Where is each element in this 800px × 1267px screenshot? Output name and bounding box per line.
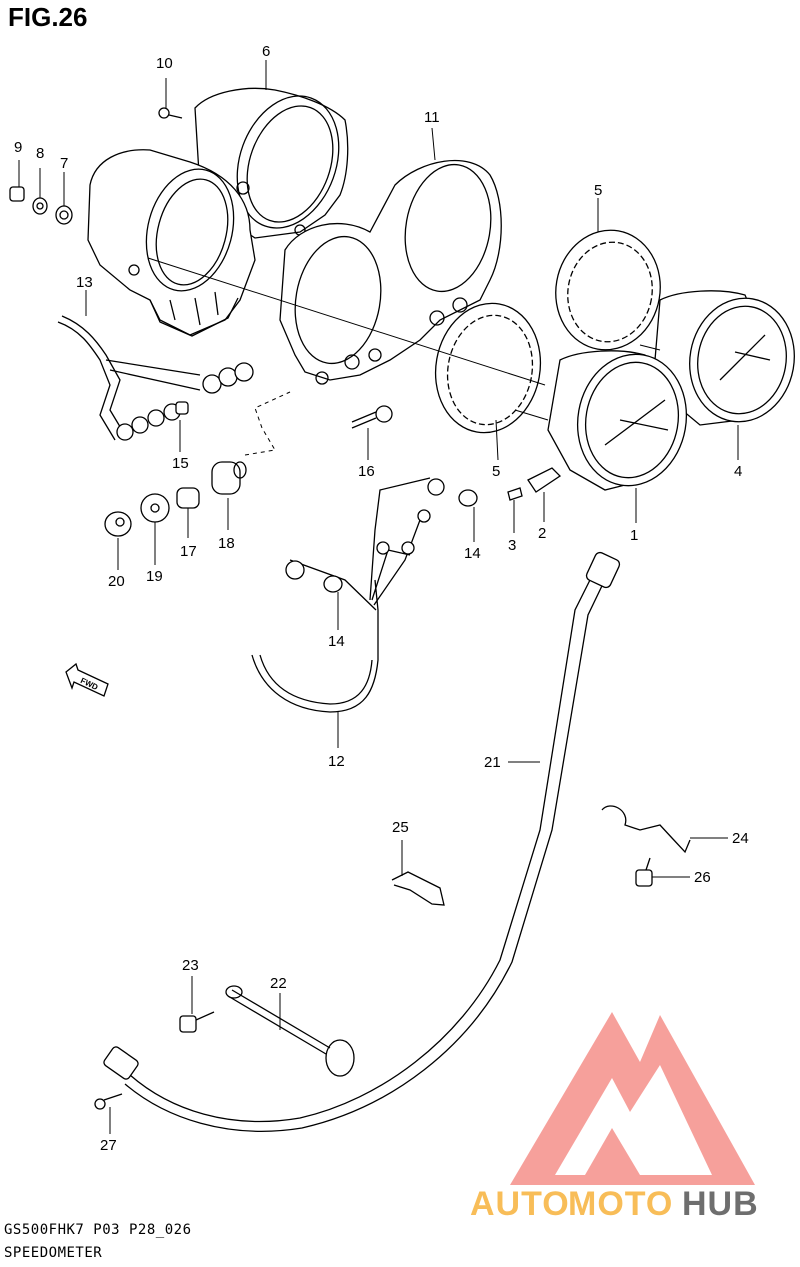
part-19-washer <box>140 493 170 523</box>
callout-25: 25 <box>392 819 409 836</box>
callout-21: 21 <box>484 754 501 771</box>
callout-4: 4 <box>734 463 742 480</box>
watermark-auto: AUTO <box>470 1185 570 1223</box>
footer-model-code: GS500FHK7 P03 P28_026 <box>4 1222 192 1238</box>
callout-19: 19 <box>146 568 163 585</box>
part-27-screw <box>94 1093 123 1110</box>
callout-6: 6 <box>262 43 270 60</box>
part-17-bulb <box>176 487 200 509</box>
callout-14-left: 14 <box>328 633 345 650</box>
part-7-grommet <box>55 205 73 225</box>
part-22-clamp <box>225 985 355 1077</box>
callout-15: 15 <box>172 455 189 472</box>
meter-case-lower <box>87 149 256 337</box>
callout-1: 1 <box>630 527 638 544</box>
part-16-screw <box>351 405 393 429</box>
leader-lines <box>18 60 739 1134</box>
automotohub-logo: AUTO MOTO HUB <box>470 1012 759 1223</box>
footer-section-name: SPEEDOMETER <box>4 1245 103 1261</box>
part-3-screw <box>507 487 523 501</box>
part-12-wiring-harness <box>251 477 478 713</box>
callout-17: 17 <box>180 543 197 560</box>
callout-22: 22 <box>270 975 287 992</box>
callout-13: 13 <box>76 274 93 291</box>
part-1-speedometer <box>514 350 688 491</box>
callout-14-right: 14 <box>464 545 481 562</box>
callout-11: 11 <box>424 109 440 126</box>
part-10-screw <box>158 107 183 119</box>
callout-9: 9 <box>14 139 22 156</box>
callout-10: 10 <box>156 55 173 72</box>
part-23-bolt <box>179 1011 215 1033</box>
callout-26: 26 <box>694 869 711 886</box>
callout-12: 12 <box>328 753 345 770</box>
callout-5-upper: 5 <box>594 182 602 199</box>
callout-7: 7 <box>60 155 68 172</box>
callout-18: 18 <box>218 535 235 552</box>
figure-title: FIG.26 <box>8 2 88 32</box>
part-9-nut <box>9 186 25 202</box>
callout-23: 23 <box>182 957 199 974</box>
callout-16: 16 <box>358 463 375 480</box>
part-13-wiring-harness <box>57 315 254 441</box>
assembly-axis-line <box>147 257 546 386</box>
callout-27: 27 <box>100 1137 117 1154</box>
callout-24: 24 <box>732 830 749 847</box>
watermark-hub: HUB <box>682 1185 759 1223</box>
part-25-clip <box>391 871 445 906</box>
part-8-washer <box>32 197 48 215</box>
callout-8: 8 <box>36 145 44 162</box>
part-5-gasket-upper <box>555 229 661 351</box>
part-24-wire-clamp <box>601 805 691 854</box>
part-2-knob <box>527 467 562 493</box>
part-18-socket <box>211 461 247 495</box>
callout-3: 3 <box>508 537 516 554</box>
part-21-speedometer-cable <box>103 551 621 1132</box>
callout-5-lower: 5 <box>492 463 500 480</box>
watermark-moto: MOTO <box>568 1185 673 1223</box>
part-20-nut <box>104 511 132 537</box>
callout-20: 20 <box>108 573 125 590</box>
part-5-gasket-lower <box>434 302 542 434</box>
callout-2: 2 <box>538 525 546 542</box>
part-11-meter-bezel <box>279 159 502 385</box>
fwd-arrow-icon: FWD <box>65 662 109 697</box>
part-26-bolt <box>635 857 653 887</box>
